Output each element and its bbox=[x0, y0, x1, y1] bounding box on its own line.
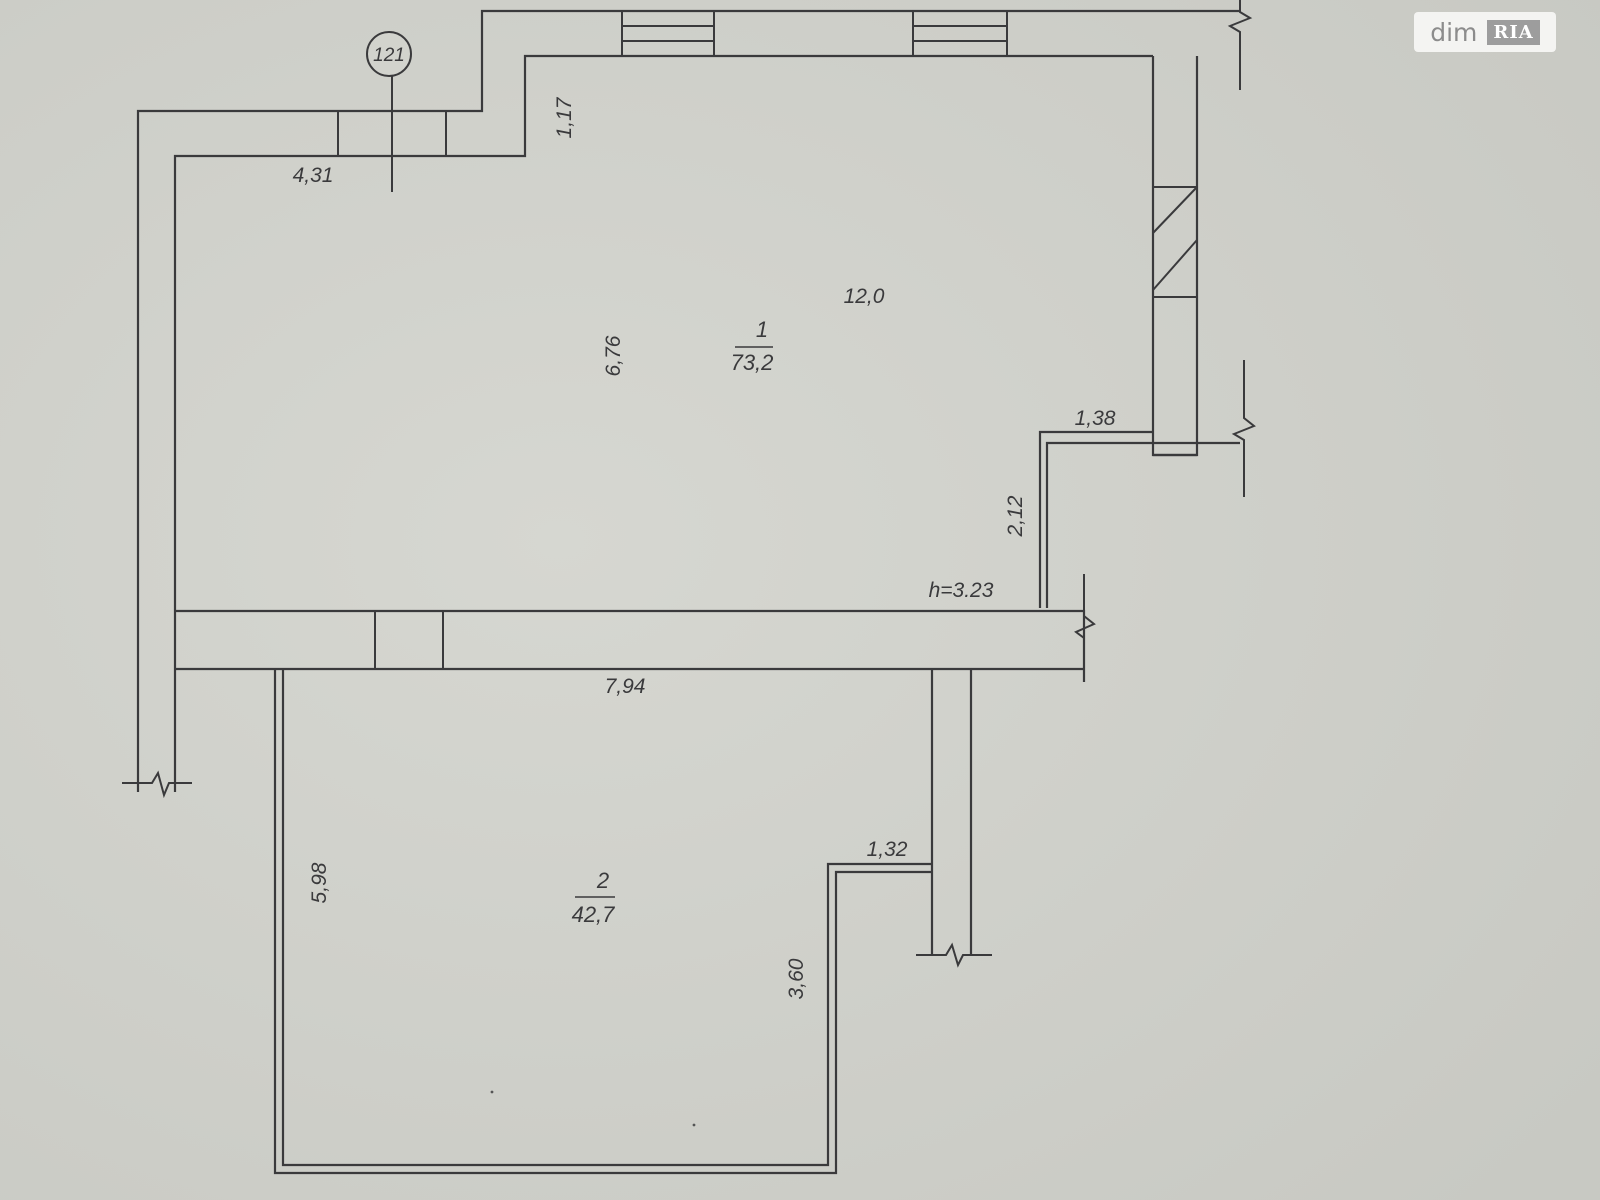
room-2-label: 2 42,7 bbox=[572, 868, 616, 927]
room-1-number: 1 bbox=[756, 317, 768, 342]
room1-notch-inner bbox=[1045, 441, 1153, 608]
door-opening-partition bbox=[374, 611, 444, 669]
right-wall-room1 bbox=[1151, 56, 1199, 457]
door-opening-upper-left bbox=[337, 111, 447, 156]
paper-speck bbox=[692, 1123, 696, 1127]
axis-marker-label: 121 bbox=[373, 45, 405, 66]
upper-wall-outer bbox=[136, 9, 1240, 792]
watermark-brand: dim bbox=[1430, 17, 1478, 47]
watermark-logo: RIA bbox=[1487, 19, 1540, 45]
break-mark-right-mid bbox=[1231, 360, 1256, 497]
break-mark-top-right bbox=[1227, 0, 1253, 90]
room-1-label: 1 73,2 bbox=[731, 317, 774, 375]
dim-notch-width: 1,38 bbox=[1075, 407, 1116, 430]
hatched-column bbox=[1152, 186, 1198, 298]
right-wall-room1-outer bbox=[1195, 56, 1240, 445]
room2-inner bbox=[281, 669, 932, 1167]
dim-top-left-width: 4,31 bbox=[293, 164, 334, 187]
dim-partition-length: 7,94 bbox=[605, 675, 646, 698]
dim-room2-length: 5,98 bbox=[308, 862, 331, 903]
dim-notch-depth: 2,12 bbox=[1004, 495, 1027, 537]
room-2-area: 42,7 bbox=[572, 902, 616, 927]
upper-wall-inner bbox=[173, 54, 1153, 792]
dim-room2-notch-width: 1,32 bbox=[867, 838, 908, 861]
room1-notch bbox=[1038, 430, 1153, 608]
break-mark-bottom-left bbox=[122, 770, 192, 799]
dim-room1-width: 6,76 bbox=[602, 335, 625, 376]
dim-top-step: 1,17 bbox=[553, 96, 576, 138]
axis-marker: 121 bbox=[366, 31, 412, 192]
break-mark-partition bbox=[1074, 574, 1096, 682]
window-top-1 bbox=[621, 10, 715, 57]
break-mark-room2-right bbox=[916, 942, 992, 968]
dimria-watermark: dim RIA bbox=[1414, 12, 1556, 52]
dim-room1-length: 12,0 bbox=[844, 285, 885, 308]
ceiling-height: h=3.23 bbox=[929, 579, 994, 602]
room2-outer bbox=[273, 669, 932, 1175]
room-1-area: 73,2 bbox=[731, 350, 774, 375]
room-2-number: 2 bbox=[596, 868, 609, 893]
window-top-2 bbox=[912, 10, 1008, 57]
dim-room2-notch-depth: 3,60 bbox=[785, 958, 808, 999]
paper-speck bbox=[490, 1090, 494, 1094]
